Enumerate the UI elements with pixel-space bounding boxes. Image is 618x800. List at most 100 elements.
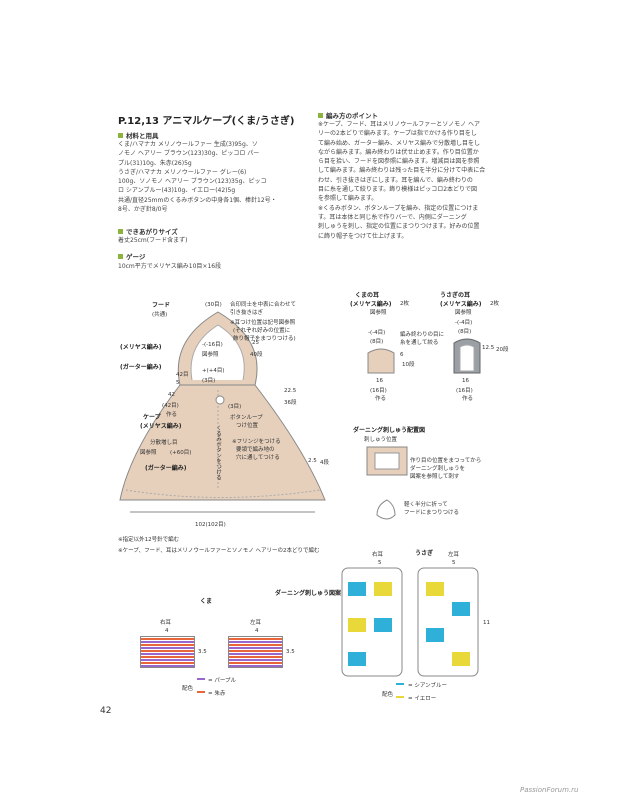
bottom-width-label: 102(102目) bbox=[195, 522, 226, 528]
rabbit-ear-w16b: (16目) bbox=[456, 388, 473, 394]
bear-left-chart bbox=[228, 636, 283, 668]
rabbit-ear-sub: (メリヤス編み) bbox=[440, 301, 482, 308]
gauge-text: 10cm平方でメリヤス編み10目×16段 bbox=[118, 263, 222, 270]
bear-legend2: = 朱赤 bbox=[208, 691, 226, 697]
hood-n42: 42目 bbox=[176, 372, 189, 378]
red-swatch bbox=[197, 691, 205, 693]
points-line: ら目を拾い、フードを図参照に編みます。増減目は図を参照 bbox=[318, 158, 480, 166]
n36-label: 36段 bbox=[284, 400, 297, 406]
hood-note3: ※耳つけ位置は記号図参照 bbox=[230, 320, 296, 326]
size-text: 着丈25cm(フード含まず) bbox=[118, 237, 188, 244]
rabbit-charts bbox=[341, 567, 479, 677]
bear-ear-sub: (メリヤス編み) bbox=[350, 301, 392, 308]
page-number: 42 bbox=[100, 706, 112, 716]
rabbit-ear-title: うさぎの耳 bbox=[440, 292, 471, 299]
darning-note5: フードにまつりつける bbox=[404, 510, 460, 516]
garter2-label: (ガーター編み) bbox=[145, 465, 187, 472]
bear-right-label: 右耳 bbox=[160, 620, 172, 626]
cyan-patch bbox=[426, 628, 444, 642]
bullet-icon bbox=[118, 132, 123, 138]
hood-p4: +(+4目) bbox=[202, 368, 225, 374]
materials-line: くま/ハマナカ メリノウールファー 生成(3)95g、ソ bbox=[118, 141, 258, 148]
size-header-text: できあがりサイズ bbox=[126, 228, 178, 236]
bear-ear-ref: 図参照 bbox=[370, 310, 387, 316]
bear-right-chart bbox=[140, 636, 195, 668]
plus60-label: (+60目) bbox=[170, 450, 192, 456]
rabbit-w5a: 5 bbox=[378, 560, 382, 566]
darning-title: ダーニング刺しゅう配置図 bbox=[353, 427, 426, 434]
darning-note1: 作り目の位置をまつってから bbox=[410, 458, 482, 464]
points-line: 目に糸を通して絞ります。飾り模様はピッコロ2本どりで図 bbox=[318, 186, 478, 194]
darning-piece bbox=[366, 446, 408, 476]
gauge-header: ゲージ bbox=[118, 251, 145, 261]
fringe1-label: ※フリンジをつける bbox=[232, 439, 281, 445]
cyan-patch bbox=[452, 602, 470, 616]
hood-s3: (3目) bbox=[202, 378, 216, 384]
cape-label: ケープ bbox=[143, 414, 161, 421]
yellow-patch bbox=[426, 582, 444, 596]
hood-m16: -(-16目) bbox=[202, 342, 223, 348]
points-line: て編み始め、ガーター編み、メリヤス編みで分散増し目をし bbox=[318, 139, 481, 147]
cyan-patch bbox=[348, 652, 366, 666]
bear-chart-title: くま bbox=[200, 598, 213, 605]
yellow-patch bbox=[452, 652, 470, 666]
bullet-icon bbox=[318, 112, 323, 118]
darning-diagram bbox=[366, 446, 408, 520]
bear-ear-n6: 6 bbox=[400, 352, 404, 358]
hood-note2: 引き抜きはぎ bbox=[230, 310, 264, 316]
yellow-patch bbox=[374, 582, 392, 596]
bear-legend1: = パープル bbox=[208, 678, 237, 684]
cape-hood-diagram bbox=[119, 311, 326, 513]
rabbit-ear-inner bbox=[459, 344, 475, 372]
hood-note4: (それぞれ好みの位置に bbox=[233, 328, 291, 334]
materials-header: 材料と用具 bbox=[118, 130, 159, 140]
materials-line: 8号、かぎ針8/0号 bbox=[118, 206, 168, 214]
hood-sub: (共通) bbox=[152, 312, 168, 318]
darning-area bbox=[374, 452, 400, 470]
materials-line: うさぎ/ハマナカ メリノウールファー グレー(6) bbox=[118, 168, 247, 176]
hood-n40: 40段 bbox=[250, 352, 263, 358]
rabbit-ear-ref: 図参照 bbox=[455, 310, 472, 316]
rabbit-legend-label: 配色 bbox=[382, 692, 394, 698]
note-b: ※ケープ、フード、耳はメリノウールファーとソノモノ ヘアリーの2本どりで編む bbox=[118, 548, 320, 554]
points-line: リーの2本どりで編みます。ケープは指でかける作り目をし bbox=[318, 130, 477, 138]
darning-pattern-title: ダーニング刺しゅう図案 bbox=[275, 590, 342, 597]
tsukuru-label: 作る bbox=[166, 412, 178, 418]
points-line: ※ケープ、フード、耳はメリノウールファーとソノモノ ヘア bbox=[318, 121, 480, 128]
yellow-swatch bbox=[396, 696, 404, 698]
cyan-patch bbox=[348, 582, 366, 596]
bear-ear-make: 作る bbox=[375, 396, 387, 402]
loop-label: ボタンループ bbox=[230, 415, 263, 421]
bear-ear-w16: 16 bbox=[376, 378, 383, 384]
points-line: を参照して編みます。 bbox=[318, 195, 378, 203]
make42-label: 42 bbox=[168, 392, 175, 398]
points-header: 編み方のポイント bbox=[318, 110, 378, 120]
watermark: PassionForum.ru bbox=[520, 786, 579, 794]
garter-label: (ガーター編み) bbox=[120, 364, 162, 371]
bear-ear-shape bbox=[367, 348, 395, 374]
rabbit-ear-shape bbox=[453, 338, 481, 374]
rabbit-ear-make: 作る bbox=[462, 396, 474, 402]
rabbit-right-label: 右耳 bbox=[372, 552, 384, 558]
bunsan-label: 分散増し目 bbox=[150, 440, 178, 446]
points-header-text: 編み方のポイント bbox=[326, 112, 378, 120]
bear-left-label: 左耳 bbox=[250, 620, 262, 626]
bear-ear-count: 2枚 bbox=[400, 301, 409, 307]
page-title: P.12,13 アニマルケープ(くま/うさぎ) bbox=[118, 116, 295, 127]
yellow-patch bbox=[348, 618, 366, 632]
note-a: ※指定以外12号針で編む bbox=[118, 537, 180, 543]
materials-line: 共通/直径25mmのくるみボタンの中身各1個、棒針12号・ bbox=[118, 196, 277, 204]
rabbit-chart-title: うさぎ bbox=[415, 550, 434, 557]
materials-text: くま/ハマナカ メリノウールファー 生成(3)95g、ソ ノモノ ヘアリー ブラ… bbox=[118, 140, 308, 214]
hood-n25: 25 bbox=[252, 340, 259, 346]
rabbit-w5b: 5 bbox=[452, 560, 456, 566]
materials-line: ノモノ ヘアリー ブラウン(123)30g、ピッコロ パー bbox=[118, 150, 260, 158]
folded-ear bbox=[376, 499, 396, 520]
hood-n5: 5 bbox=[176, 380, 180, 386]
gauge-header-text: ゲージ bbox=[126, 253, 146, 261]
bear-ear-note1: 編み終わりの目に bbox=[400, 332, 445, 338]
bear-legend-label: 配色 bbox=[182, 686, 194, 692]
n2-label: 2.5 bbox=[308, 458, 317, 464]
points-text: ※ケープ、フード、耳はメリノウールファーとソノモノ ヘア リーの2本どりで編みま… bbox=[318, 120, 508, 241]
hood-ref: 図参照 bbox=[202, 352, 219, 358]
